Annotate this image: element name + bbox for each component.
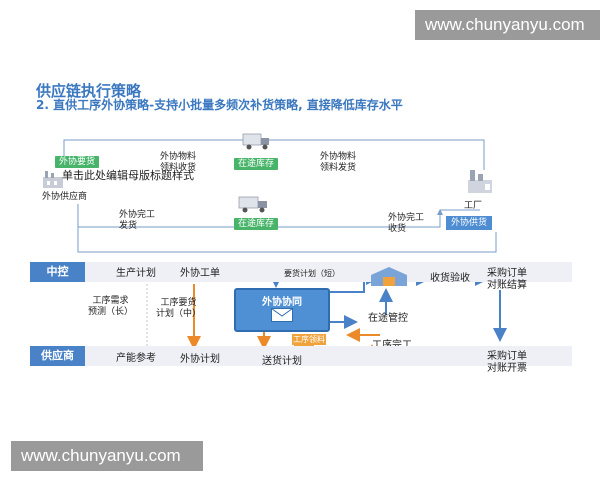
process-picking-label: 工序领料 <box>292 334 326 345</box>
outsourcing-coordination-label: 外协协同 <box>262 297 302 308</box>
factory-icon <box>42 169 64 189</box>
outsourcing-supply-box: 外协供货 <box>446 216 492 230</box>
outsourcing-plan-label: 外协计划 <box>180 354 220 365</box>
envelope-icon <box>271 308 293 322</box>
material-dispatch-label: 外协物料 领料发货 <box>320 152 357 173</box>
process-completion-label: 工序完工 <box>372 340 412 352</box>
control-lane-band <box>30 262 572 282</box>
delivery-plan-label: 送货计划 <box>262 356 302 367</box>
completion-shipping-label: 外协完工 发货 <box>119 210 156 231</box>
process-demand-mid-label: 工序要货 计划（中） <box>156 298 202 319</box>
supplier-lane-band <box>30 346 572 366</box>
master-title-placeholder: 单击此处编辑母版标题样式 <box>62 169 194 182</box>
supplier-lane-tag: 供应商 <box>30 346 85 366</box>
demand-plan-short-label: 要货计划（短） <box>284 269 340 278</box>
outsourcing-coordination-box: 外协协同 <box>234 288 330 332</box>
po-invoice-label: 采购订单 对账开票 <box>487 351 527 374</box>
completion-receiving-label: 外协完工 收货 <box>388 213 425 234</box>
watermark-bottom: www.chunyanyu.com <box>11 441 203 471</box>
production-plan-label: 生产计划 <box>116 268 156 279</box>
in-transit-bottom-box: 在途库存 <box>234 218 278 230</box>
factory-building-icon <box>466 168 494 194</box>
po-reconcile-label: 采购订单 对账结算 <box>487 268 527 291</box>
delivery-truck-icon <box>238 193 270 215</box>
outsourcing-request-box: 外协要货 <box>55 156 99 168</box>
watermark-top: www.chunyanyu.com <box>415 10 600 40</box>
process-forecast-label: 工序需求 预测（长） <box>88 296 134 317</box>
in-transit-control-label: 在途管控 <box>368 313 408 324</box>
page-title: 供应链执行策略 <box>36 82 142 100</box>
truck-icon <box>242 130 272 152</box>
page-subtitle: 2. 直供工序外协策略-支持小批量多频次补货策略, 直接降低库存水平 <box>36 98 403 112</box>
outsourcing-supplier-label: 外协供应商 <box>42 192 88 202</box>
capacity-ref-label: 产能参考 <box>116 353 156 364</box>
control-lane-tag: 中控 <box>30 262 85 282</box>
factory-label: 工厂 <box>464 201 483 211</box>
in-transit-top-box: 在途库存 <box>234 158 278 170</box>
warehouse-icon <box>369 265 409 287</box>
outsourcing-order-label: 外协工单 <box>180 268 220 279</box>
material-receipt-label: 外协物料 领料收货 <box>160 152 197 173</box>
receiving-inspection-label: 收货验收 <box>430 273 470 284</box>
